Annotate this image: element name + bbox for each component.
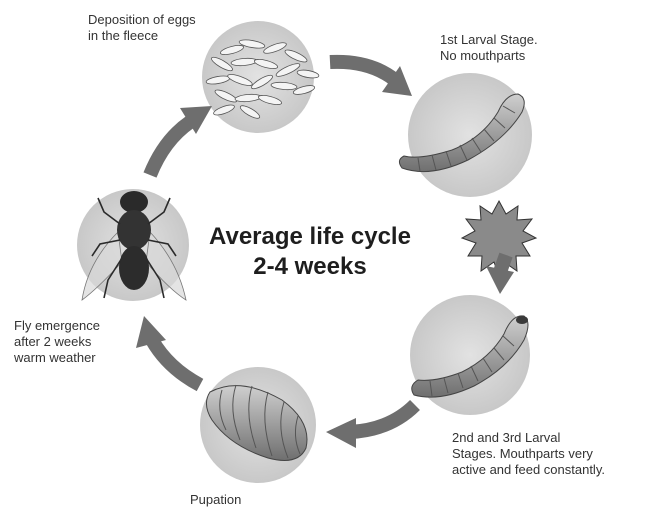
- label-pupation-line-1: Pupation: [190, 492, 241, 508]
- label-pupation: Pupation: [190, 492, 241, 508]
- label-eggs: Deposition of eggs in the fleece: [88, 12, 196, 44]
- label-larva1-line-2: No mouthparts: [440, 48, 538, 64]
- arrow-eggs-to-larva1-icon: [330, 62, 412, 96]
- label-fly-line-2: after 2 weeks: [14, 334, 100, 350]
- arrow-fly-to-eggs-icon: [150, 106, 212, 175]
- label-larva1-line-1: 1st Larval Stage.: [440, 32, 538, 48]
- label-eggs-line-1: Deposition of eggs: [88, 12, 196, 28]
- diagram-title: Average life cycle 2-4 weeks: [170, 222, 450, 282]
- label-larva23-line-2: Stages. Mouthparts very: [452, 446, 605, 462]
- label-larva23: 2nd and 3rd Larval Stages. Mouthparts ve…: [452, 430, 605, 478]
- label-fly-line-3: warm weather: [14, 350, 100, 366]
- title-line-2: 2-4 weeks: [170, 252, 450, 282]
- label-larva23-line-1: 2nd and 3rd Larval: [452, 430, 605, 446]
- title-line-1: Average life cycle: [170, 222, 450, 252]
- label-eggs-line-2: in the fleece: [88, 28, 196, 44]
- label-larva1: 1st Larval Stage. No mouthparts: [440, 32, 538, 64]
- arrow-pupa-to-fly-icon: [136, 316, 200, 385]
- larva1-circle: [408, 73, 532, 197]
- label-fly-line-1: Fly emergence: [14, 318, 100, 334]
- arrow-larva23-to-pupa-icon: [326, 405, 415, 448]
- label-fly: Fly emergence after 2 weeks warm weather: [14, 318, 100, 366]
- label-larva23-line-3: active and feed constantly.: [452, 462, 605, 478]
